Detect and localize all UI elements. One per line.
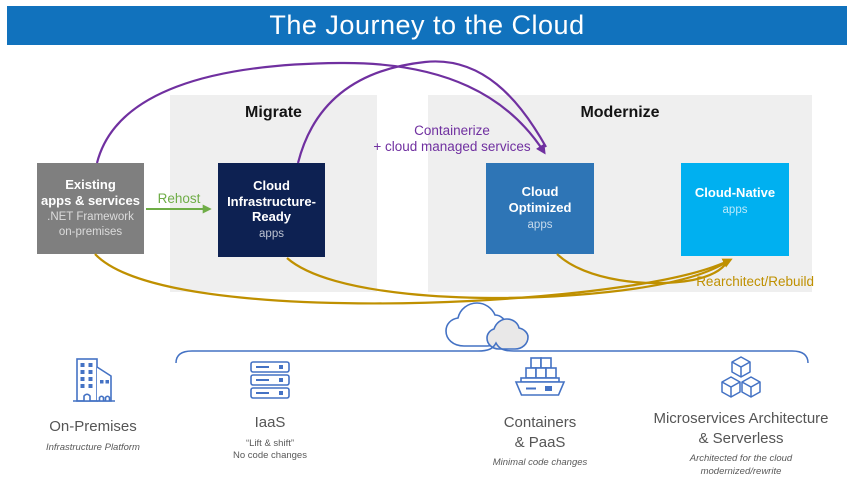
page-title: The Journey to the Cloud [269, 10, 585, 40]
cloud-native-subtitle: apps [722, 203, 748, 216]
cloud-infrastructure-ready-subtitle: apps [259, 227, 284, 240]
cloud-optimized-subtitle: apps [527, 218, 553, 231]
platform-microservices-serverless-label: Microservices Architecture & Serverless [653, 410, 829, 447]
platform-on-premises: On-Premises Infrastructure Platform [23, 356, 163, 454]
platform-on-premises-label: On-Premises [49, 418, 137, 435]
title-bar: The Journey to the Cloud [7, 6, 847, 45]
platform-iaas: IaaS “Lift & shift” No code changes [200, 356, 340, 463]
rehost-label: Rehost [157, 191, 201, 206]
cubes-icon [721, 356, 761, 398]
cloud-native-title: Cloud-Native [694, 185, 776, 200]
existing-apps-subtitle: .NET Framework on-premises [47, 211, 134, 239]
building-icon [73, 358, 115, 402]
platform-on-premises-sublabel: Infrastructure Platform [46, 441, 140, 453]
cloud-optimized-title: Cloud Optimized [508, 184, 572, 216]
platform-containers-paas-label: Containers & PaaS [503, 414, 577, 451]
platform-iaas-label: IaaS [254, 414, 286, 431]
cloud-infrastructure-ready-title: Cloud Infrastructure- Ready [227, 178, 316, 225]
platform-containers-paas-sublabel: Minimal code changes [492, 457, 588, 468]
containers-icon [514, 357, 566, 396]
rearchitect-label: Rearchitect/Rebuild [696, 274, 814, 289]
existing-apps-box: Existing apps & services .NET Framework … [37, 163, 144, 254]
server-icon [250, 361, 290, 399]
cloud-icon [445, 302, 529, 350]
cloud-infrastructure-ready-box: Cloud Infrastructure- Ready apps [218, 163, 325, 257]
cloud-optimized-box: Cloud Optimized apps [486, 163, 594, 254]
existing-apps-title: Existing apps & services [40, 176, 140, 208]
platform-microservices-serverless-sublabel: Architected for the cloud modernized/rew… [689, 453, 793, 477]
modernize-heading: Modernize [580, 104, 660, 121]
platform-iaas-sublabel: “Lift & shift” No code changes [233, 437, 307, 462]
cloud-native-box: Cloud-Native apps [681, 163, 789, 256]
platform-microservices-serverless: Microservices Architecture & Serverless … [640, 356, 842, 478]
platform-containers-paas: Containers & PaaS Minimal code changes [462, 356, 618, 470]
migrate-heading: Migrate [245, 104, 302, 121]
containerize-label: Containerize + cloud managed services [373, 123, 531, 154]
